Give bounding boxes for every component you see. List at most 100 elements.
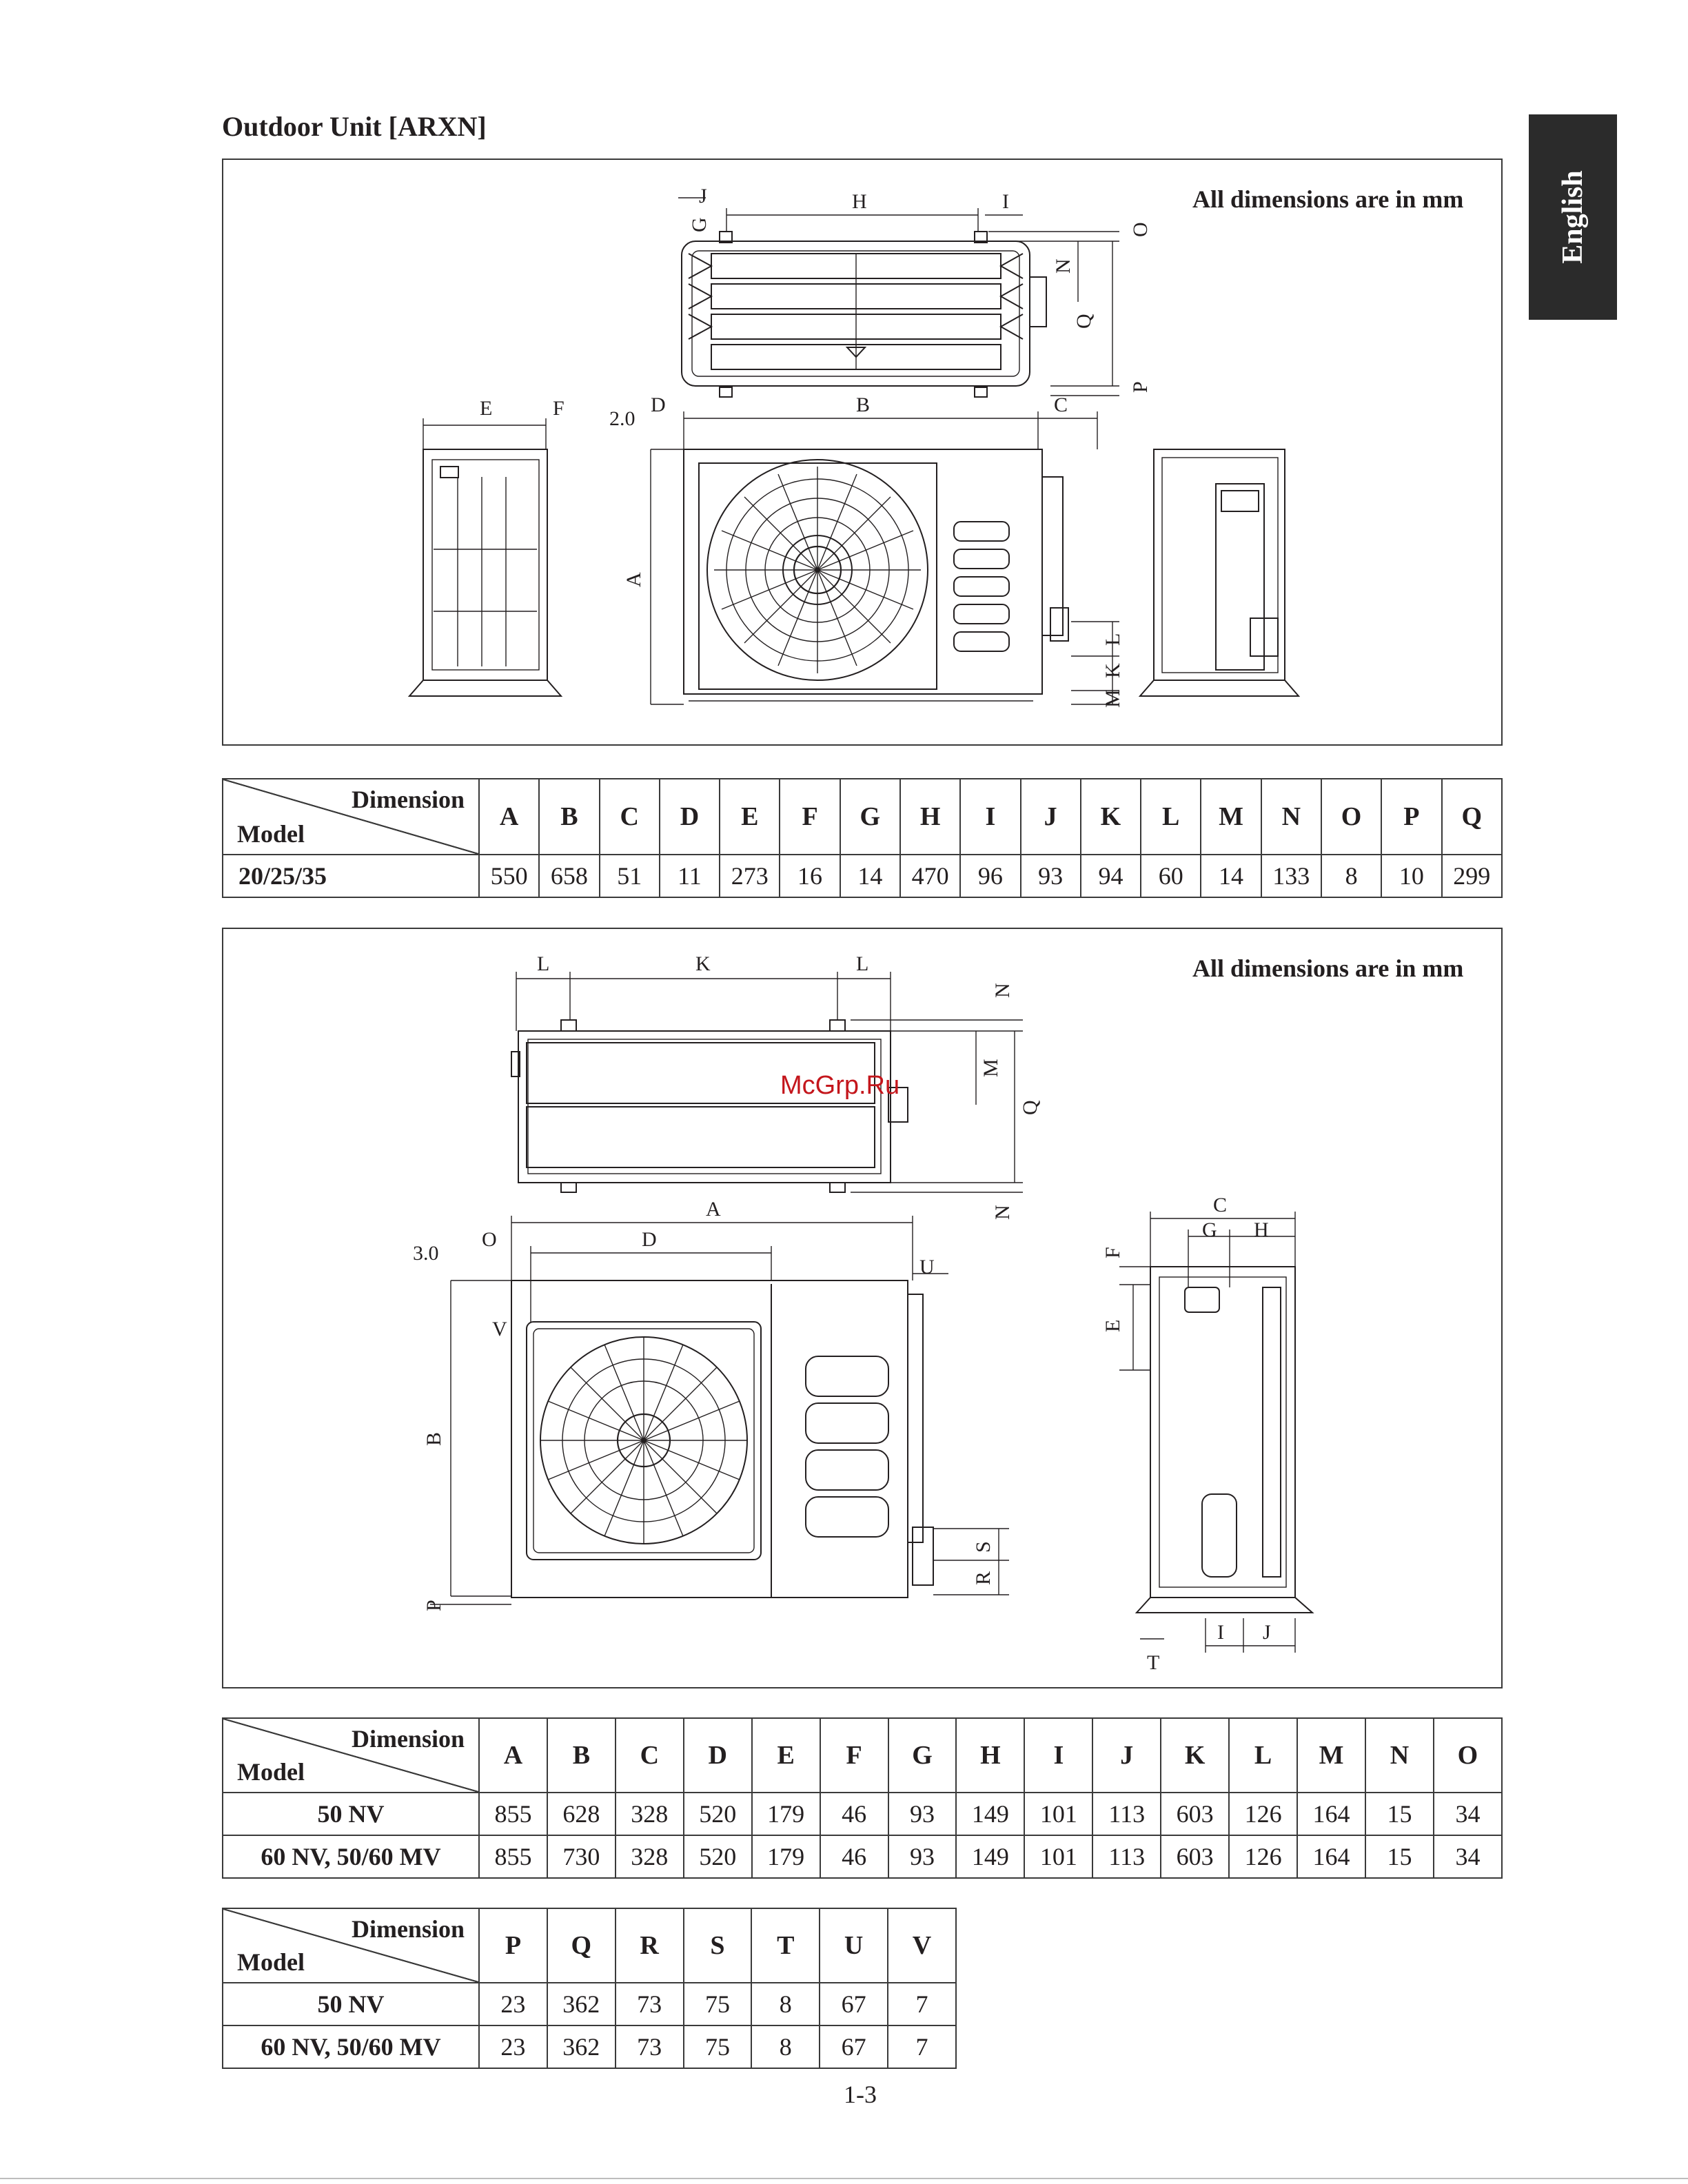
dim-label-b: B (423, 1432, 445, 1446)
value-cell: 113 (1092, 1835, 1162, 1879)
value-cell: 73 (614, 2025, 684, 2069)
corner-dimension-label: Dimension (351, 1915, 465, 1943)
model-cell: 60 NV, 50/60 MV (222, 2025, 480, 2069)
dim-label-o: O (482, 1228, 497, 1251)
value-cell: 149 (955, 1792, 1026, 1836)
side-view: C G H F E I J T (1101, 1194, 1314, 1674)
value-cell: 8 (751, 2025, 821, 2069)
value-cell: 34 (1432, 1792, 1503, 1836)
value-cell: 51 (598, 854, 660, 898)
value-cell: 60 (1140, 854, 1202, 898)
column-header-n: N (1364, 1717, 1434, 1793)
page-title: Outdoor Unit [ARXN] (222, 111, 487, 142)
dim-label-b: B (856, 394, 870, 416)
figure-small-outdoor-unit: All dimensions are in mm (222, 159, 1503, 746)
value-cell: 46 (819, 1792, 889, 1836)
column-header-p: P (1381, 778, 1443, 855)
dim-label-h: H (852, 190, 867, 213)
right-side-view (1138, 449, 1301, 697)
figure-large-outdoor-unit: All dimensions are in mm L K (222, 928, 1503, 1688)
dim-label-f: F (1101, 1247, 1124, 1258)
dim-label-gap: 2.0 (609, 407, 635, 430)
column-header-l: L (1140, 778, 1202, 855)
column-header-k: K (1079, 778, 1142, 855)
dim-label-e: E (480, 397, 492, 420)
model-cell: 50 NV (222, 1792, 480, 1836)
column-header-r: R (614, 1908, 684, 1983)
column-header-g: G (887, 1717, 957, 1793)
value-cell: 23 (478, 1982, 548, 2026)
language-tab[interactable]: English (1529, 114, 1617, 320)
top-view: L K L N M Q N (511, 952, 1041, 1220)
model-cell: 60 NV, 50/60 MV (222, 1835, 480, 1879)
table-corner: Dimension Model (222, 1717, 480, 1793)
value-cell: 628 (546, 1792, 616, 1836)
dim-label-t: T (1147, 1651, 1159, 1674)
value-cell: 113 (1092, 1792, 1162, 1836)
value-cell: 75 (682, 2025, 753, 2069)
dim-label-c: C (1213, 1194, 1227, 1216)
value-cell: 67 (819, 2025, 889, 2069)
column-header-h: H (955, 1717, 1026, 1793)
page-number: 1-3 (844, 2081, 877, 2108)
value-cell: 7 (887, 1982, 957, 2026)
value-cell: 470 (899, 854, 962, 898)
column-header-q: Q (546, 1908, 616, 1983)
column-header-u: U (819, 1908, 889, 1983)
column-header-v: V (887, 1908, 957, 1983)
dim-label-s: S (972, 1541, 995, 1553)
column-header-h: H (899, 778, 962, 855)
column-header-m: M (1296, 1717, 1366, 1793)
value-cell: 73 (614, 1982, 684, 2026)
value-cell: 164 (1296, 1792, 1366, 1836)
dim-label-j: J (1263, 1621, 1271, 1644)
model-cell: 50 NV (222, 1982, 480, 2026)
dim-label-a: A (706, 1198, 721, 1221)
value-cell: 11 (658, 854, 721, 898)
column-header-o: O (1320, 778, 1383, 855)
value-cell: 603 (1160, 1792, 1230, 1836)
column-header-j: J (1092, 1717, 1162, 1793)
value-cell: 362 (546, 2025, 616, 2069)
value-cell: 8 (751, 1982, 821, 2026)
dim-label-r: R (972, 1571, 995, 1585)
outdoor-unit-drawing-large: L K L N M Q N (413, 952, 1314, 1674)
value-cell: 46 (819, 1835, 889, 1879)
value-cell: 96 (959, 854, 1021, 898)
value-cell: 101 (1024, 1835, 1094, 1879)
column-header-b: B (546, 1717, 616, 1793)
value-cell: 8 (1320, 854, 1383, 898)
value-cell: 94 (1079, 854, 1142, 898)
value-cell: 658 (538, 854, 600, 898)
footer-rule (0, 2178, 1688, 2179)
value-cell: 93 (887, 1835, 957, 1879)
value-cell: 273 (719, 854, 781, 898)
outdoor-unit-drawing-small: H I J G O N Q P E F (407, 185, 1301, 708)
value-cell: 730 (546, 1835, 616, 1879)
watermark: McGrp.Ru (780, 1071, 900, 1100)
value-cell: 550 (478, 854, 540, 898)
dim-label-e: E (1101, 1320, 1124, 1332)
model-cell: 20/25/35 (222, 854, 480, 898)
column-header-m: M (1200, 778, 1262, 855)
dim-label-n-bottom: N (991, 1205, 1014, 1220)
value-cell: 93 (887, 1792, 957, 1836)
value-cell: 75 (682, 1982, 753, 2026)
column-header-s: S (682, 1908, 753, 1983)
value-cell: 7 (887, 2025, 957, 2069)
value-cell: 164 (1296, 1835, 1366, 1879)
value-cell: 67 (819, 1982, 889, 2026)
table-corner: Dimension Model (222, 1908, 480, 1983)
value-cell: 855 (478, 1792, 548, 1836)
value-cell: 15 (1364, 1792, 1434, 1836)
value-cell: 10 (1381, 854, 1443, 898)
dim-label-f: F (553, 397, 565, 420)
value-cell: 520 (682, 1835, 753, 1879)
column-header-a: A (478, 778, 540, 855)
column-header-e: E (719, 778, 781, 855)
